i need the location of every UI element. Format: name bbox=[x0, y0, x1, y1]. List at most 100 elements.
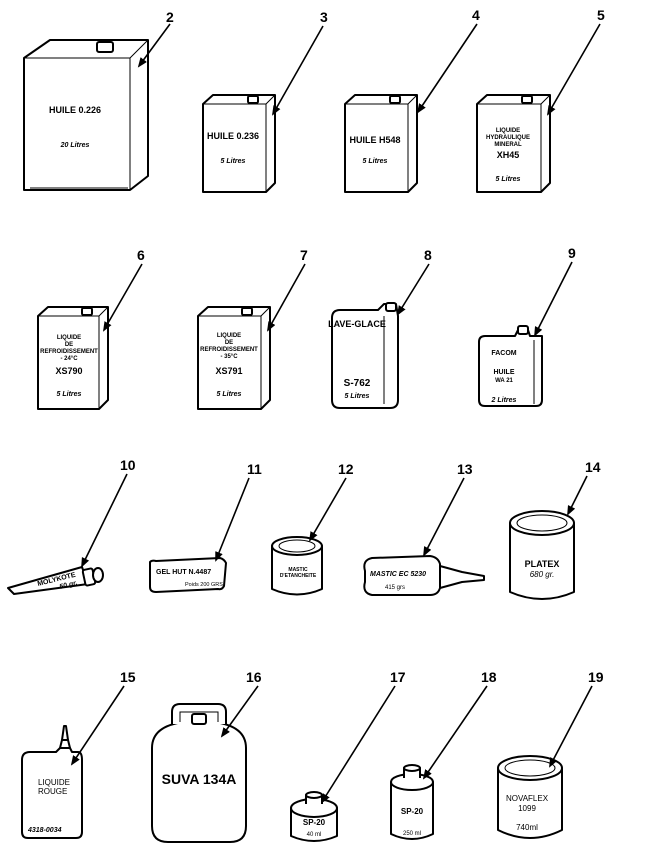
item-11-arrow bbox=[215, 477, 250, 562]
item-3-arrow bbox=[272, 25, 324, 116]
item-19-label-3: 740ml bbox=[516, 823, 538, 832]
item-12-label-2: D'ETANCHEITE bbox=[280, 573, 317, 579]
item-6-label-1: LIQUIDE bbox=[57, 335, 81, 341]
item-6: LIQUIDE DE REFROIDISSEMENT - 24°C XS790 … bbox=[37, 247, 145, 410]
item-8-label-2: S-762 bbox=[344, 378, 371, 389]
item-9-arrow bbox=[534, 261, 573, 337]
item-12-number: 12 bbox=[338, 461, 354, 477]
item-7: LIQUIDE DE REFROIDISSEMENT - 35°C XS791 … bbox=[197, 247, 308, 410]
item-9-label-4: 2 Litres bbox=[491, 397, 517, 404]
item-2-number: 2 bbox=[166, 9, 174, 25]
item-18-arrow bbox=[422, 685, 488, 780]
item-12: MASTIC D'ETANCHEITE 12 bbox=[271, 461, 354, 596]
item-2-label-1: HUILE 0.226 bbox=[49, 105, 101, 115]
item-10: MOLYKOTE 50 gr. 10 bbox=[7, 457, 136, 595]
item-14: PLATEX 680 gr. 14 bbox=[509, 459, 601, 600]
item-8-number: 8 bbox=[424, 247, 432, 263]
item-9-label-1: FACOM bbox=[491, 350, 516, 357]
item-3-label-1: HUILE 0.236 bbox=[207, 131, 259, 141]
item-13-label-1: MASTIC EC 5230 bbox=[370, 571, 426, 578]
item-15-label-2: ROUGE bbox=[38, 787, 67, 796]
item-17-number: 17 bbox=[390, 669, 406, 685]
item-6-label-2: DE bbox=[65, 342, 73, 348]
item-17-label-2: 40 ml bbox=[307, 832, 322, 838]
item-3-label-2: 5 Litres bbox=[221, 158, 246, 165]
item-11-label-1: GEL HUT N.4487 bbox=[156, 569, 211, 576]
item-13: MASTIC EC 5230 415 grs 13 bbox=[363, 461, 485, 596]
item-2-arrow bbox=[137, 23, 171, 68]
item-17: SP-20 40 ml 17 bbox=[290, 669, 406, 842]
item-7-label-2: DE bbox=[225, 340, 233, 346]
item-18-label-2: 250 ml bbox=[403, 831, 421, 837]
item-15-label-1: LIQUIDE bbox=[38, 778, 70, 787]
item-13-number: 13 bbox=[457, 461, 473, 477]
item-10-number: 10 bbox=[120, 457, 136, 473]
item-12-label-1: MASTIC bbox=[288, 567, 308, 573]
item-14-arrow bbox=[567, 475, 588, 516]
item-5-label-3: MINERAL bbox=[494, 142, 522, 148]
item-7-label-3: REFROIDISSEMENT bbox=[200, 347, 258, 353]
item-15-number: 15 bbox=[120, 669, 136, 685]
item-6-label-5: XS790 bbox=[55, 366, 82, 376]
item-19-arrow bbox=[549, 685, 593, 768]
item-7-label-1: LIQUIDE bbox=[217, 333, 241, 339]
item-5-number: 5 bbox=[597, 7, 605, 23]
item-15-label-3: 4318-0034 bbox=[27, 827, 62, 834]
item-8-arrow bbox=[396, 263, 430, 316]
item-9-label-3: WA 21 bbox=[495, 378, 513, 384]
item-18: SP-20 250 ml 18 bbox=[390, 669, 497, 840]
item-7-label-6: 5 Litres bbox=[217, 391, 242, 398]
item-11-label-2: Poids 200 GRS bbox=[185, 582, 223, 588]
item-14-label-1: PLATEX bbox=[525, 559, 560, 569]
item-16-number: 16 bbox=[246, 669, 262, 685]
item-5-label-5: 5 Litres bbox=[496, 176, 521, 183]
item-13-arrow bbox=[423, 477, 465, 557]
item-19-label-2: 1099 bbox=[518, 804, 536, 813]
item-4-number: 4 bbox=[472, 7, 480, 23]
item-18-number: 18 bbox=[481, 669, 497, 685]
item-5: LIQUIDE HYDRAULIQUE MINERAL XH45 5 Litre… bbox=[476, 7, 605, 193]
item-14-number: 14 bbox=[585, 459, 601, 475]
item-7-arrow bbox=[267, 263, 306, 332]
item-10-label-2: 50 gr. bbox=[59, 580, 78, 591]
item-15: LIQUIDE ROUGE 4318-0034 15 bbox=[21, 669, 136, 839]
item-19: NOVAFLEX 1099 740ml 19 bbox=[497, 669, 604, 839]
item-9-label-2: HUILE bbox=[494, 369, 515, 376]
item-9: FACOM HUILE WA 21 2 Litres 9 bbox=[478, 245, 576, 407]
item-17-label-1: SP-20 bbox=[303, 818, 326, 827]
item-13-label-2: 415 grs bbox=[385, 585, 405, 591]
item-5-label-4: XH45 bbox=[497, 150, 520, 160]
item-6-label-6: 5 Litres bbox=[57, 391, 82, 398]
item-7-label-4: - 35°C bbox=[220, 354, 238, 360]
item-5-label-1: LIQUIDE bbox=[496, 128, 520, 134]
item-19-number: 19 bbox=[588, 669, 604, 685]
item-10-arrow bbox=[81, 473, 128, 568]
item-5-arrow bbox=[546, 23, 601, 116]
item-5-label-2: HYDRAULIQUE bbox=[486, 135, 530, 141]
item-16-arrow bbox=[220, 685, 259, 738]
item-6-label-3: REFROIDISSEMENT bbox=[40, 349, 98, 355]
item-7-label-5: XS791 bbox=[215, 366, 242, 376]
item-6-arrow bbox=[103, 263, 143, 332]
item-16-label-1: SUVA 134A bbox=[162, 771, 237, 787]
item-8-label-3: 5 Litres bbox=[345, 393, 370, 400]
item-12-arrow bbox=[308, 477, 347, 542]
item-7-number: 7 bbox=[300, 247, 308, 263]
item-9-number: 9 bbox=[568, 245, 576, 261]
item-3: HUILE 0.236 5 Litres 3 bbox=[202, 9, 328, 193]
item-3-number: 3 bbox=[320, 9, 328, 25]
item-8-label-1: LAVE-GLACE bbox=[328, 319, 386, 329]
item-11: GEL HUT N.4487 Poids 200 GRS 11 bbox=[149, 461, 262, 593]
item-18-label-1: SP-20 bbox=[401, 807, 424, 816]
item-4: HUILE H548 5 Litres 4 bbox=[344, 7, 480, 193]
item-17-arrow bbox=[320, 685, 396, 804]
item-11-number: 11 bbox=[247, 461, 262, 477]
item-2: HUILE 0.226 20 Litres 2 bbox=[23, 9, 174, 191]
item-15-arrow bbox=[70, 685, 125, 766]
item-4-arrow bbox=[416, 23, 478, 114]
item-4-label-2: 5 Litres bbox=[363, 158, 388, 165]
item-6-number: 6 bbox=[137, 247, 145, 263]
item-19-label-1: NOVAFLEX bbox=[506, 794, 549, 803]
item-2-label-2: 20 Litres bbox=[60, 142, 90, 149]
